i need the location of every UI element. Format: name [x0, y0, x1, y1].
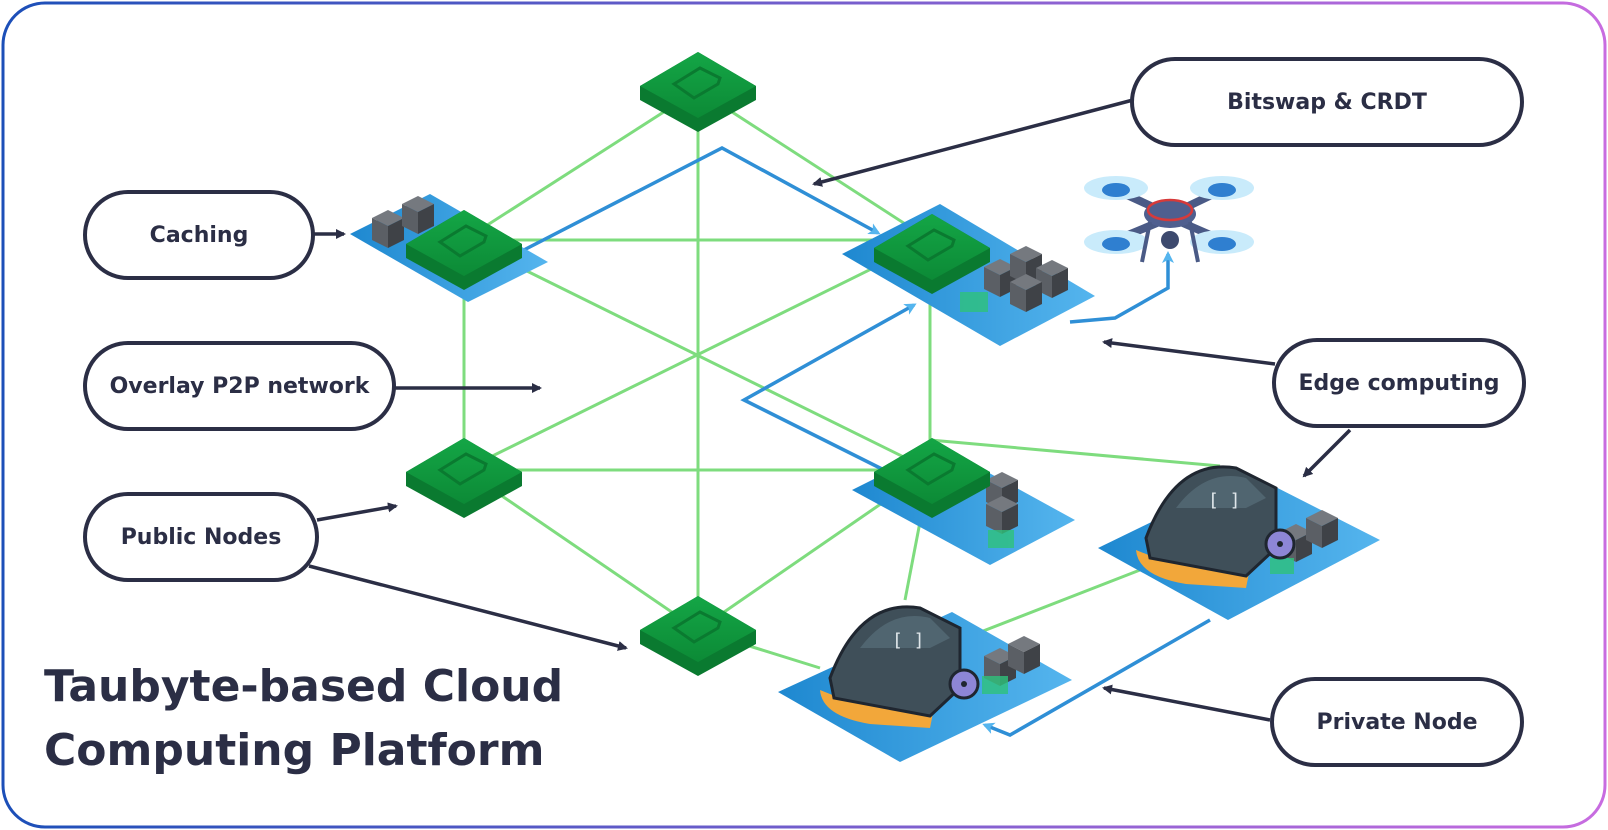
label-caching: Caching	[83, 190, 315, 280]
label-caching-text: Caching	[149, 222, 249, 248]
label-overlay-text: Overlay P2P network	[109, 373, 370, 399]
label-bitswap-crdt: Bitswap & CRDT	[1130, 57, 1524, 147]
label-public-nodes: Public Nodes	[83, 492, 319, 582]
label-edge-text: Edge computing	[1298, 370, 1500, 396]
drone-icon	[1084, 176, 1254, 263]
server-cubes-middle	[986, 472, 1018, 548]
title-line-1: Taubyte-based Cloud	[44, 661, 564, 712]
server-cubes-private-right	[1270, 510, 1338, 574]
diagram-title: Taubyte-based Cloud Computing Platform	[44, 655, 563, 783]
label-private-node: Private Node	[1270, 677, 1524, 767]
label-private-node-text: Private Node	[1316, 709, 1478, 735]
label-public-nodes-text: Public Nodes	[120, 524, 282, 550]
server-cubes-private-bottom	[982, 636, 1040, 694]
data-flow-arrows	[519, 146, 1211, 737]
label-overlay-p2p: Overlay P2P network	[83, 341, 396, 431]
title-line-2: Computing Platform	[44, 725, 545, 776]
label-edge-computing: Edge computing	[1272, 338, 1526, 428]
label-connectors	[308, 98, 1352, 722]
server-cubes-edge	[960, 246, 1068, 312]
label-bitswap-text: Bitswap & CRDT	[1227, 89, 1427, 115]
